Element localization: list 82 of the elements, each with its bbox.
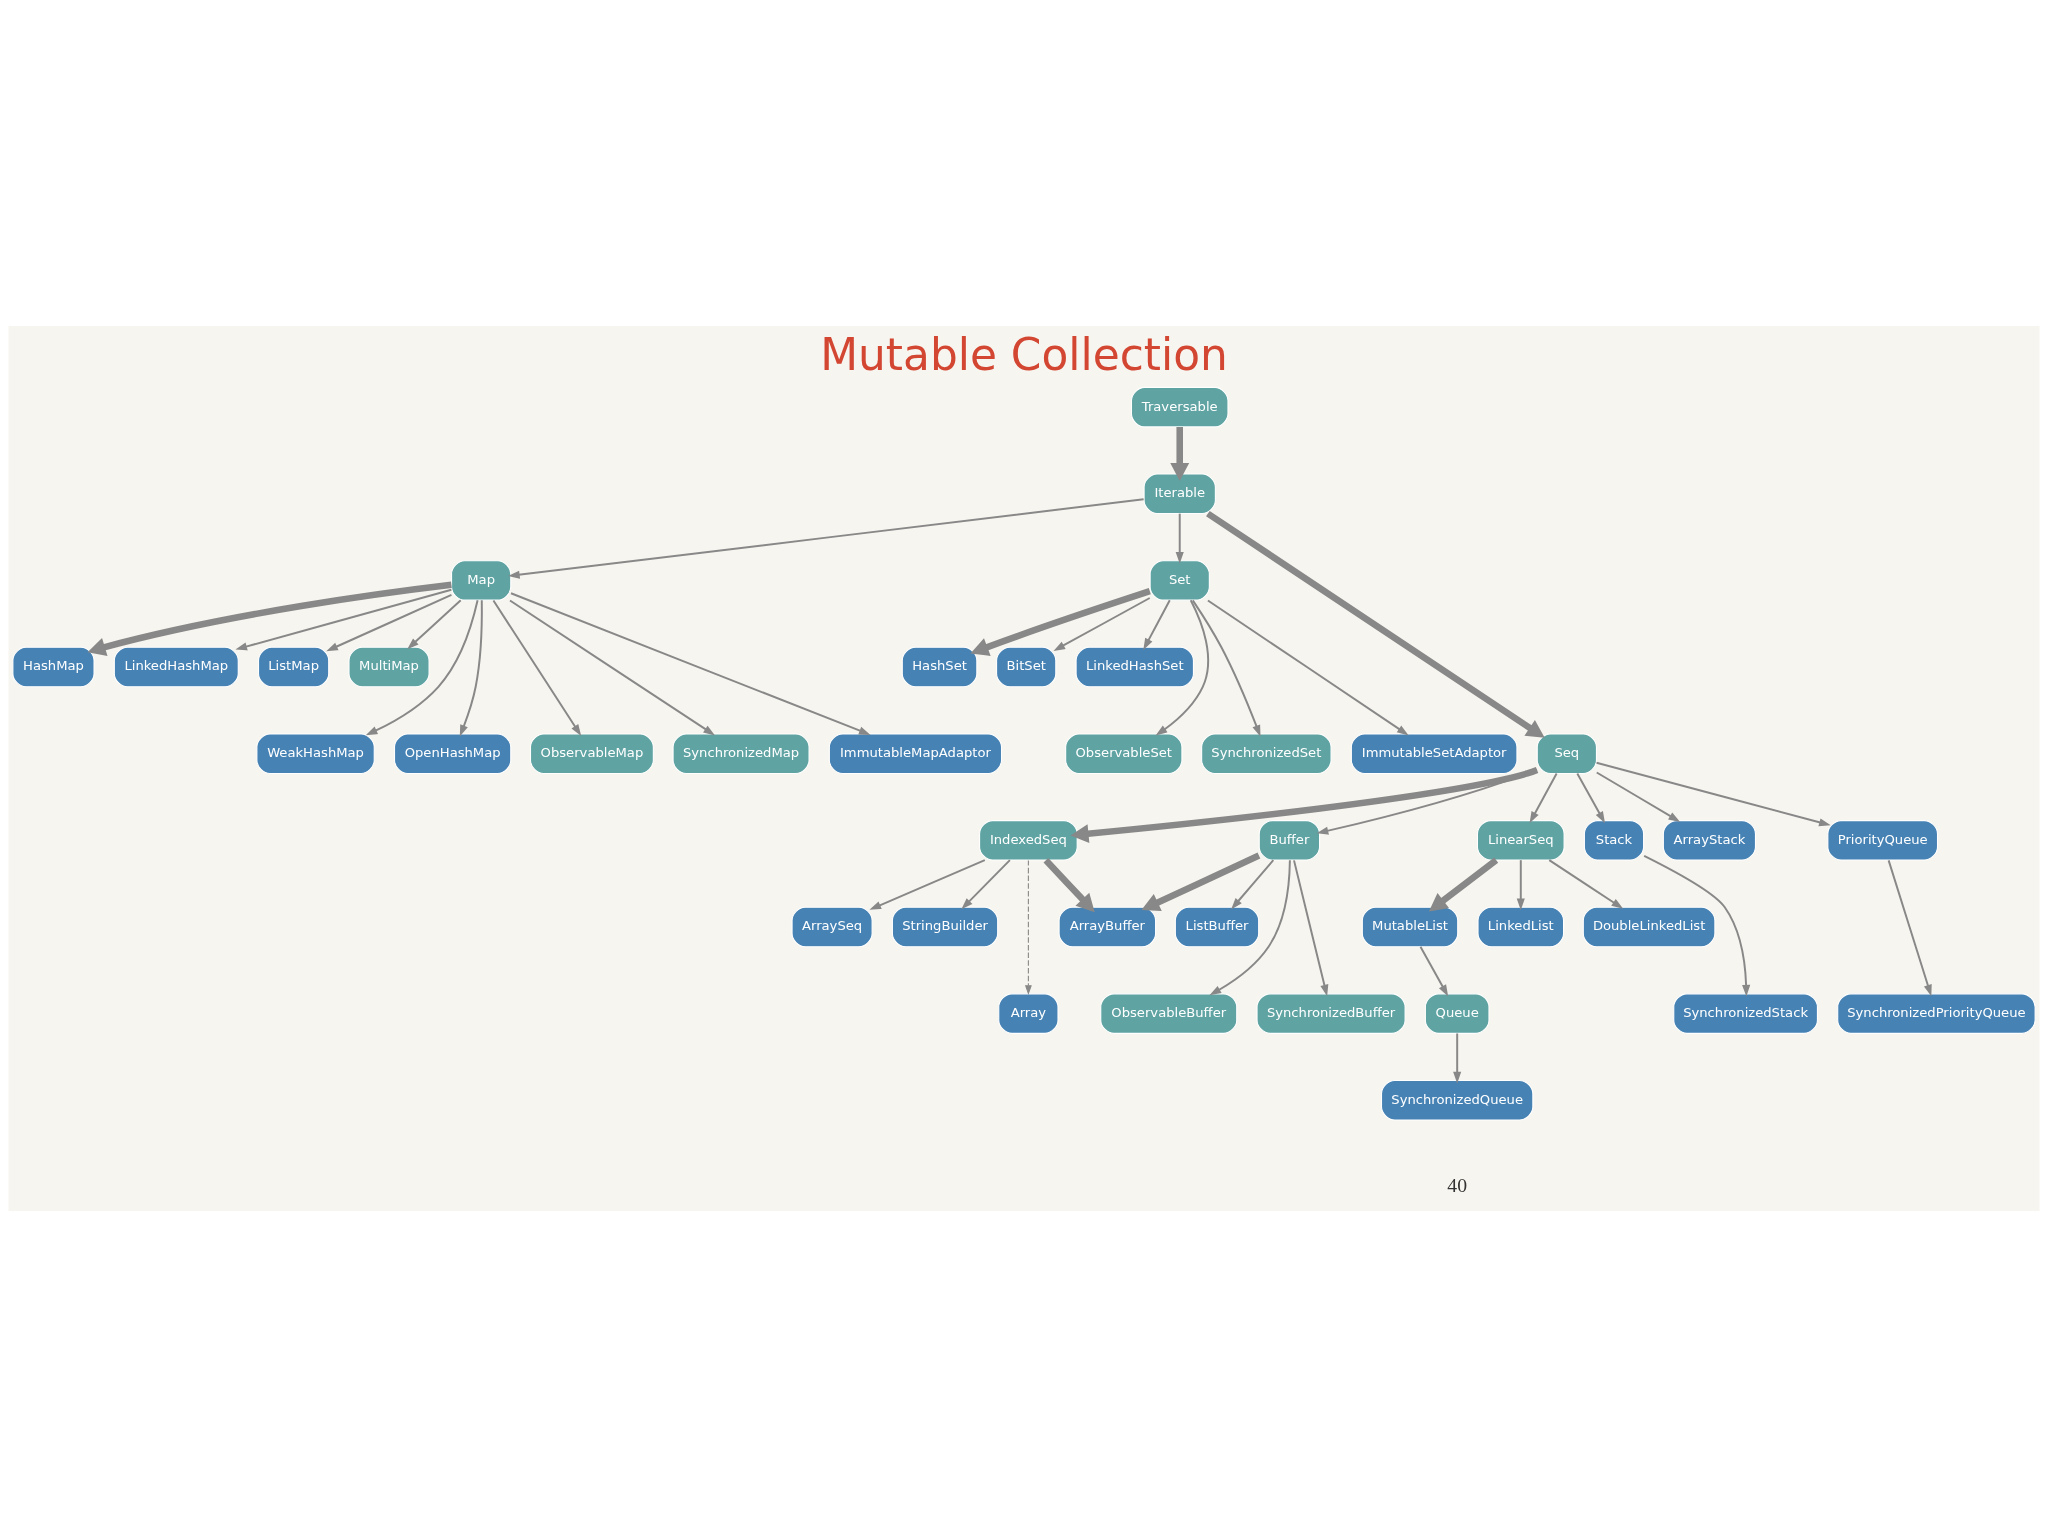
arrow [1516, 858, 1525, 910]
node-box: Iterable [1143, 473, 1216, 514]
arrow [1316, 768, 1538, 835]
node-box: MutableList [1361, 906, 1459, 947]
arrow [1170, 426, 1190, 481]
arrow [492, 599, 582, 736]
node-box: ObservableBuffer [1100, 992, 1238, 1034]
node-box: IndexedSeq [979, 819, 1078, 861]
diagram-title: Mutable Collection [820, 328, 1228, 380]
arrow [326, 593, 453, 651]
node-box: HashSet [901, 646, 978, 687]
node-box: ListBuffer [1174, 906, 1260, 947]
node-box: WeakHashMap [256, 732, 375, 774]
arrow [365, 598, 479, 735]
node-box: ArrayStack [1662, 819, 1756, 861]
arrow [1206, 510, 1545, 738]
node-box: Stack [1583, 819, 1645, 861]
node-box: LinearSeq [1476, 819, 1565, 861]
node-box: HashMap [12, 646, 95, 687]
node-box: OpenHashMap [393, 732, 512, 774]
arrow [1293, 858, 1329, 996]
arrow [1887, 858, 1932, 996]
label: 40 [1447, 1173, 1468, 1196]
node-box: SynchronizedPriorityQueue [1837, 992, 2036, 1034]
node-box: ArraySeq [791, 906, 873, 947]
node-box: SynchronizedStack [1673, 992, 1818, 1034]
node-box: ImmutableSetAdaptor [1350, 732, 1518, 774]
arrow [87, 581, 452, 656]
arrow [1141, 852, 1261, 911]
node-box: ListMap [258, 646, 330, 687]
arrow [407, 598, 462, 649]
node-box: StringBuilder [891, 906, 999, 947]
arrow [1209, 858, 1291, 995]
arrow [1453, 1031, 1462, 1083]
arrow [970, 587, 1151, 656]
node-box: Array [998, 992, 1059, 1034]
node-box: DoubleLinkedList [1582, 906, 1716, 947]
arrow [509, 599, 715, 735]
arrow [1043, 857, 1095, 912]
arrow [1024, 859, 1032, 995]
arrow [1155, 598, 1210, 736]
arrow [961, 858, 1011, 909]
arrow [235, 588, 453, 650]
node-box: SynchronizedMap [672, 732, 810, 774]
arrow [1206, 599, 1409, 735]
arrow [1143, 598, 1171, 650]
arrow [510, 591, 871, 735]
node-box: Map [451, 559, 512, 601]
arrow [1595, 771, 1681, 822]
arrow [459, 598, 483, 736]
arrow [1175, 512, 1184, 564]
arrow [1576, 772, 1605, 823]
node-box: LinkedHashMap [113, 646, 239, 687]
node-box: ArrayBuffer [1058, 906, 1157, 947]
node-box: Traversable [1130, 386, 1229, 427]
arrow [1548, 858, 1624, 909]
node-box: Queue [1424, 992, 1490, 1034]
node-box: ImmutableMapAdaptor [828, 732, 1003, 774]
node-box: LinkedHashSet [1075, 646, 1194, 687]
node-box: BitSet [996, 646, 1057, 687]
arrow [1191, 598, 1261, 737]
node-box: MultiMap [348, 646, 430, 687]
node-box: PriorityQueue [1827, 819, 1939, 861]
arrow [1643, 854, 1751, 997]
arrow [1231, 858, 1275, 909]
arrow [1419, 945, 1449, 996]
node-box: SynchronizedQueue [1380, 1079, 1534, 1121]
arrow [1529, 772, 1558, 823]
arrow [869, 858, 986, 910]
node-box: Seq [1536, 732, 1597, 774]
arrow [1595, 761, 1831, 826]
node-box: Buffer [1258, 819, 1321, 861]
node-box: SynchronizedSet [1201, 732, 1332, 774]
node-box: SynchronizedBuffer [1256, 992, 1406, 1034]
arrow [1428, 857, 1499, 911]
node-box: ObservableMap [529, 732, 654, 774]
node-box: LinkedList [1477, 906, 1565, 947]
arrow [508, 497, 1145, 579]
arrow [1053, 596, 1151, 651]
arrow [1070, 766, 1539, 843]
node-box: ObservableSet [1065, 732, 1183, 774]
node-box: Set [1149, 559, 1210, 601]
